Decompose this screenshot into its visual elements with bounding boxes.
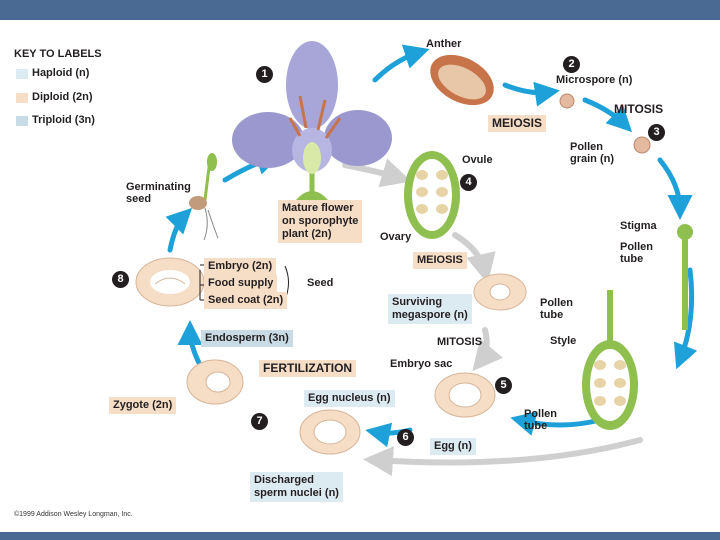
haploid-swatch [16, 69, 28, 79]
stigma-style-illustration [582, 224, 693, 430]
step-1-badge: 1 [256, 66, 273, 83]
key-diploid: Diploid (2n) [32, 91, 93, 103]
egg-label: Egg (n) [430, 438, 476, 455]
arrow-ovule-to-megaspore [452, 232, 496, 284]
pollen-grain-label: Pollen grain (n) [570, 141, 614, 165]
discharged-sperm-label: Discharged sperm nuclei (n) [250, 472, 343, 502]
food-supply-label: Food supply [204, 275, 278, 292]
key-title: KEY TO LABELS [14, 48, 102, 60]
ovule-label: Ovule [462, 154, 493, 166]
pollen-tube-label-3: Pollen tube [524, 408, 558, 432]
step-3-badge: 3 [648, 124, 665, 141]
diploid-swatch [16, 93, 28, 103]
step-2-badge: 2 [563, 56, 580, 73]
fertilization-label: FERTILIZATION [259, 360, 357, 377]
mature-flower-illustration [232, 41, 392, 200]
arrow-microspore-to-pollen [582, 97, 633, 133]
mature-flower-label: Mature flower on sporophyte plant (2n) [278, 200, 363, 243]
germinating-seed-label: Germinating seed [126, 181, 191, 205]
cycle-arrows [165, 44, 698, 448]
copyright-notice: ©1999 Addison Wesley Longman, Inc. [14, 511, 133, 518]
seed-label: Seed [307, 277, 334, 289]
grey-arrows [342, 158, 643, 477]
triploid-swatch [16, 116, 28, 126]
arrow-flower-to-anther [372, 44, 430, 83]
microspore-label: Microspore (n) [556, 74, 633, 86]
step-7-badge: 7 [251, 413, 268, 430]
anther-label: Anther [426, 38, 462, 50]
germinating-seed-illustration [189, 153, 219, 241]
step-6-badge: 6 [397, 429, 414, 446]
pollen-tube-label-1: Pollen tube [620, 241, 654, 265]
egg-nucleus-label: Egg nucleus (n) [304, 390, 395, 407]
arrow-right-side [673, 267, 698, 370]
step-4-badge: 4 [460, 174, 477, 191]
zygote-label: Zygote (2n) [109, 397, 177, 414]
step-5-badge: 5 [495, 377, 512, 394]
arrow-pollen-to-stigma [657, 157, 693, 220]
mitosis-top-label: MITOSIS [614, 102, 664, 116]
seed-coat-label: Seed coat (2n) [204, 292, 288, 309]
mitosis-mid-label: MITOSIS [437, 336, 483, 348]
arrow-long-return [363, 437, 643, 477]
anther-illustration [430, 54, 494, 106]
embryo-label: Embryo (2n) [204, 258, 277, 275]
meiosis-mid-label: MEIOSIS [413, 252, 467, 269]
meiosis-top-label: MEIOSIS [488, 115, 547, 132]
key-triploid: Triploid (3n) [32, 114, 95, 126]
pollen-tube-label-2: Pollen tube [540, 297, 574, 321]
embryo-sac-label: Embryo sac [390, 358, 453, 370]
arrow-seed-to-germinating [165, 207, 193, 253]
bottom-banner [0, 532, 720, 540]
stigma-label: Stigma [620, 220, 657, 232]
top-banner [0, 0, 720, 20]
arrow-style-to-egg [510, 411, 603, 436]
ovary-illustration [404, 151, 460, 239]
key-haploid: Haploid (n) [32, 67, 90, 79]
pollen-grain-cell [633, 136, 651, 154]
step-8-badge: 8 [112, 271, 129, 288]
arrow-flower-to-ovule [342, 158, 412, 188]
endosperm-label: Endosperm (3n) [201, 330, 293, 347]
arrow-zygote-to-endosperm [177, 320, 203, 368]
style-label: Style [550, 335, 577, 347]
microspore-cell [559, 93, 575, 109]
arrow-megaspore-to-embryo-sac [472, 327, 504, 372]
surviving-megaspore-label: Surviving megaspore (n) [388, 294, 472, 324]
ovary-label: Ovary [380, 231, 412, 243]
arrow-anther-to-microspore [502, 81, 560, 107]
